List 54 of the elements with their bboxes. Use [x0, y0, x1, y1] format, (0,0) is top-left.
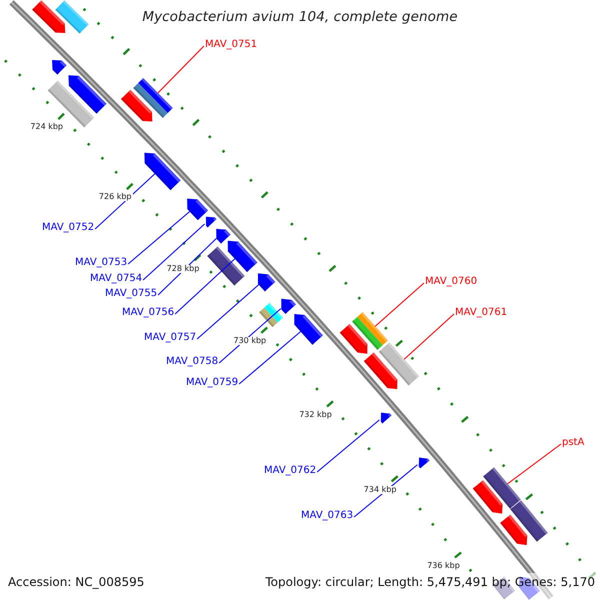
gene-feature — [294, 314, 323, 345]
leader-line — [238, 331, 302, 384]
gene-feature — [500, 514, 528, 546]
leader-line — [94, 173, 156, 230]
tick-label: 726 kbp — [98, 193, 132, 202]
leader-line — [174, 258, 236, 314]
footer-text: Topology: circular; Length: 5,475,491 bp; Genes: 5,170 — [265, 576, 595, 588]
gene-label: MAV_0759 — [186, 378, 238, 388]
gene-feature — [52, 60, 67, 75]
gene-feature — [380, 412, 392, 424]
gene-label: MAV_0751 — [205, 40, 258, 50]
gene-label: MAV_0752 — [42, 223, 94, 233]
tick-label: 730 kbp — [232, 337, 268, 346]
leader-line — [404, 314, 454, 360]
title: Mycobacterium avium 104, complete genome — [142, 11, 458, 24]
gene-feature — [187, 198, 208, 220]
gene-feature — [364, 352, 398, 390]
gene-label: MAV_0754 — [90, 274, 142, 284]
gene-feature — [216, 228, 231, 244]
gene-label: pstA — [562, 438, 584, 448]
leader-line — [374, 282, 424, 327]
leader-line — [158, 238, 217, 296]
gene-label: MAV_0758 — [166, 357, 218, 367]
gene-bar — [259, 302, 283, 328]
gene-label: MAV_0762 — [264, 466, 316, 476]
tick-label: 736 kbp — [426, 562, 461, 570]
tick-label: 732 kbp — [298, 410, 333, 419]
gene-label: MAV_0755 — [105, 289, 158, 299]
leader-line — [142, 224, 206, 280]
leader-line — [157, 46, 204, 94]
gene-feature — [418, 458, 430, 468]
tick-label: 734 kbp — [362, 486, 398, 494]
tick-label: 728 kbp — [166, 264, 200, 273]
tick-label: 724 kbp — [29, 123, 64, 132]
gene-label: MAV_0760 — [425, 277, 478, 287]
footer-text: Accession: NC_008595 — [8, 576, 144, 588]
gene-feature — [144, 152, 181, 190]
gene-label: MAV_0763 — [301, 511, 354, 521]
leader-line — [316, 419, 380, 472]
gene-feature — [121, 90, 152, 122]
gene-feature — [281, 298, 296, 314]
leader-line — [218, 308, 282, 364]
gene-feature — [206, 216, 216, 228]
gene-feature — [258, 273, 276, 292]
gene-label: MAV_0757 — [144, 333, 196, 343]
gene-label: MAV_0753 — [75, 258, 128, 268]
leader-line — [128, 211, 190, 264]
gene-bar — [207, 246, 245, 286]
gene-feature — [340, 324, 368, 354]
leader-line — [507, 444, 562, 484]
gene-label: MAV_0761 — [455, 308, 508, 318]
gene-label: MAV_0756 — [122, 308, 174, 318]
leader-line — [196, 284, 260, 340]
gene-feature — [472, 480, 503, 514]
